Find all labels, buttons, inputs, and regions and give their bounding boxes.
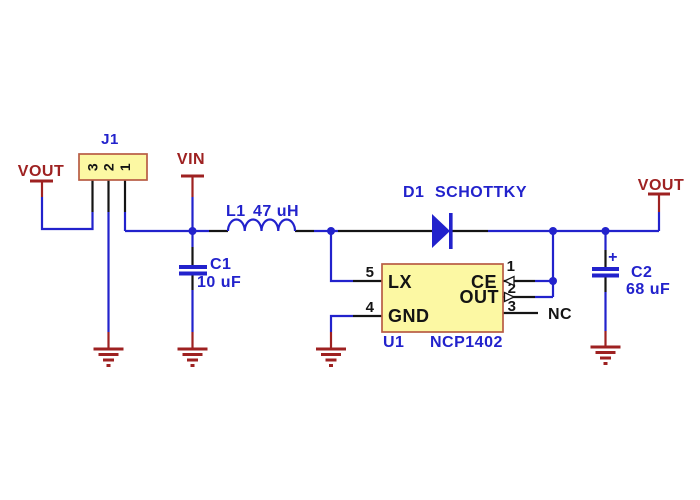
u1-pin-number-3: 3 [508, 298, 517, 315]
ground-c1 [177, 332, 208, 367]
supply-vin: VIN [177, 151, 205, 197]
u1-pin-number-2: 2 [508, 280, 517, 297]
u1-out-output-arrow [503, 291, 516, 303]
capacitor-c2: + C2 68 uF [592, 249, 670, 298]
vout-left-label: VOUT [18, 163, 64, 180]
u1-pin-label-out: OUT [460, 287, 500, 307]
ic-u1: LX GND CE OUT 5 4 1 2 3 NC U1 NCP1402 [366, 258, 572, 351]
connector-j1: J1 3 2 1 [78, 131, 148, 181]
vout-right-label: VOUT [638, 177, 684, 194]
net-wires [40, 197, 661, 332]
u1-value: NCP1402 [430, 334, 503, 351]
j1-refdes: J1 [101, 131, 119, 148]
u1-pin-label-lx: LX [388, 272, 412, 292]
supply-vout-left: VOUT [18, 163, 64, 197]
j1-pin2-number: 2 [101, 163, 117, 171]
wire-gnd-branch [329, 314, 353, 332]
wire-vout-left [40, 197, 94, 231]
ground-c1-bars [177, 347, 208, 367]
diode-d1: D1 SCHOTTKY [403, 184, 527, 249]
ground-j1 [93, 332, 124, 367]
capacitor-c1: C1 10 uF [179, 256, 241, 291]
junction-feedback-top [549, 227, 557, 235]
ground-j1-bars [93, 347, 124, 367]
junction-ce-out [549, 277, 557, 285]
c2-refdes: C2 [631, 264, 652, 281]
u1-pin-number-5: 5 [366, 264, 375, 281]
u1-ce-input-arrow [502, 275, 515, 287]
ground-symbols [93, 331, 621, 367]
pin-stubs [91, 180, 607, 318]
c1-refdes: C1 [210, 256, 231, 273]
wire-lx-branch [329, 231, 353, 283]
junction-dots [188, 227, 610, 285]
inductor-l1: L1 47 uH [226, 203, 299, 232]
c2-value: 68 uF [626, 281, 670, 298]
u1-pin-label-ce: CE [471, 272, 497, 292]
u1-pin-number-4: 4 [366, 299, 375, 316]
l1-coil [226, 218, 297, 232]
junction-lx-node [327, 227, 335, 235]
j1-pin3-number: 3 [85, 163, 101, 171]
c2-polarity-plus: + [608, 249, 618, 266]
u1-nc-label: NC [548, 306, 572, 323]
d1-anode-triangle [432, 214, 450, 248]
j1-body [78, 153, 148, 181]
junction-c2-node [601, 227, 610, 235]
c1-value: 10 uF [197, 274, 241, 291]
supply-vout-right: VOUT [638, 177, 684, 212]
d1-refdes: D1 [403, 184, 424, 201]
l1-value: 47 uH [253, 203, 299, 220]
u1-refdes: U1 [383, 334, 404, 351]
u1-pin-number-1: 1 [507, 258, 516, 275]
ground-u1 [316, 332, 346, 367]
ground-c2 [590, 331, 621, 365]
ground-c2-bars [590, 345, 621, 365]
l1-refdes: L1 [226, 203, 246, 220]
u1-body [381, 263, 504, 333]
ground-u1-bars [316, 347, 346, 367]
junction-vin-node [188, 227, 197, 235]
c2-plates [592, 267, 619, 278]
vin-label: VIN [177, 151, 205, 168]
c1-plates [179, 265, 207, 276]
d1-value: SCHOTTKY [435, 184, 527, 201]
j1-pin1-number: 1 [117, 163, 133, 171]
u1-pin-label-gnd: GND [388, 306, 430, 326]
